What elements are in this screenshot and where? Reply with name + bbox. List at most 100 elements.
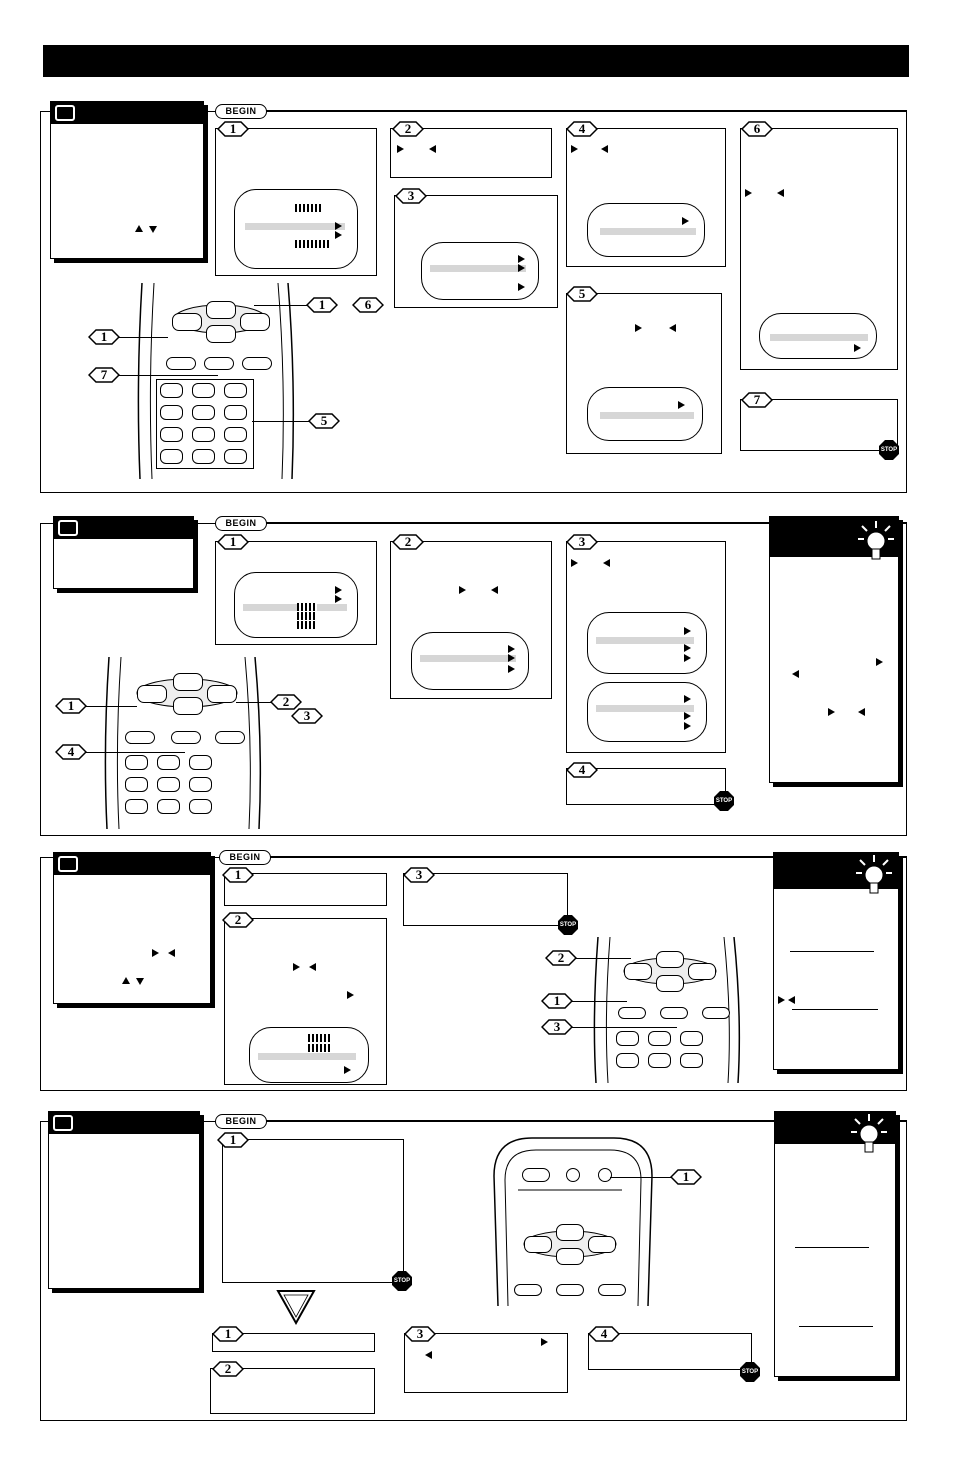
callout-1-badge: 1 [88, 329, 120, 345]
arrow-right-icon [876, 658, 883, 666]
right-button[interactable] [207, 685, 237, 703]
arrow-right-icon [678, 401, 685, 409]
number-key[interactable] [160, 449, 183, 464]
right-button[interactable] [688, 963, 716, 980]
power-button[interactable] [522, 1168, 550, 1182]
number-key[interactable] [616, 1031, 639, 1046]
menu-button[interactable] [618, 1007, 646, 1019]
arrow-right-icon [335, 222, 342, 230]
arrow-right-icon [682, 217, 689, 225]
callout-6-badge: 6 [352, 297, 384, 313]
aux-button[interactable] [242, 357, 272, 370]
number-key[interactable] [189, 777, 212, 792]
number-key[interactable] [616, 1053, 639, 1068]
aux-button[interactable] [598, 1284, 626, 1296]
number-key[interactable] [680, 1031, 703, 1046]
number-key[interactable] [192, 449, 215, 464]
arrow-right-icon [684, 712, 691, 720]
aux-button[interactable] [702, 1007, 730, 1019]
step-badge-1: 1 [212, 1326, 244, 1342]
menu-button[interactable] [166, 357, 196, 370]
status-exit-button[interactable] [171, 731, 201, 744]
section-4-sidebar [48, 1111, 200, 1289]
menu-highlight [770, 334, 868, 341]
number-key[interactable] [192, 427, 215, 442]
arrow-left-icon [601, 145, 608, 153]
left-button[interactable] [524, 1236, 552, 1253]
callout-1-badge: 1 [306, 297, 338, 313]
number-key[interactable] [224, 405, 247, 420]
arrow-right-icon [459, 586, 466, 594]
menu-highlight [596, 705, 694, 712]
down-button[interactable] [556, 1248, 584, 1265]
number-key[interactable] [125, 799, 148, 814]
arrow-right-icon [571, 559, 578, 567]
down-button[interactable] [206, 325, 236, 343]
number-key[interactable] [189, 799, 212, 814]
status-exit-button[interactable] [660, 1007, 688, 1019]
tv-menu-screen [587, 682, 707, 742]
up-button[interactable] [173, 673, 203, 691]
step-badge-2: 2 [392, 121, 424, 137]
left-button[interactable] [172, 313, 202, 331]
arrow-left-icon [603, 559, 610, 567]
arrow-up-icon [135, 225, 143, 232]
number-key[interactable] [157, 799, 180, 814]
number-key[interactable] [192, 383, 215, 398]
aux-button[interactable] [215, 731, 245, 744]
stop-sign-icon: STOP [878, 439, 900, 461]
arrow-right-icon [778, 996, 785, 1004]
left-button[interactable] [137, 685, 167, 703]
right-button[interactable] [588, 1236, 616, 1253]
tv-menu-screen [759, 313, 877, 359]
number-key[interactable] [125, 777, 148, 792]
down-button[interactable] [173, 697, 203, 715]
arrow-right-icon [541, 1338, 548, 1346]
section-1-step-1-box [215, 128, 377, 276]
number-key[interactable] [189, 755, 212, 770]
status-exit-button[interactable] [204, 357, 234, 370]
number-key[interactable] [160, 383, 183, 398]
arrow-right-icon [684, 644, 691, 652]
menu-button[interactable] [125, 731, 155, 744]
number-key[interactable] [680, 1053, 703, 1068]
up-button[interactable] [556, 1224, 584, 1241]
number-key[interactable] [648, 1053, 671, 1068]
down-button[interactable] [656, 975, 684, 992]
number-key[interactable] [160, 427, 183, 442]
up-button[interactable] [656, 951, 684, 968]
tv-menu-screen [411, 632, 529, 690]
level-bar [297, 621, 317, 629]
arrow-right-icon [344, 1066, 351, 1074]
left-button[interactable] [624, 963, 652, 980]
number-key[interactable] [157, 755, 180, 770]
arrow-right-icon [745, 189, 752, 197]
underline-rule [790, 951, 874, 952]
tv-icon [53, 1115, 73, 1131]
menu-button[interactable] [514, 1284, 542, 1296]
number-key[interactable] [224, 449, 247, 464]
section-1-sidebar [50, 101, 204, 259]
status-exit-button[interactable] [556, 1284, 584, 1296]
number-key[interactable] [224, 383, 247, 398]
round-button[interactable] [598, 1168, 612, 1182]
callout-line [575, 958, 631, 959]
callout-7-badge: 7 [88, 367, 120, 383]
number-key[interactable] [160, 405, 183, 420]
number-key[interactable] [648, 1031, 671, 1046]
tv-menu-screen [421, 242, 539, 300]
begin-badge: BEGIN [215, 104, 267, 119]
tv-menu-screen [587, 612, 707, 674]
section-1-top-rule [264, 110, 907, 112]
round-button[interactable] [566, 1168, 580, 1182]
up-button[interactable] [206, 301, 236, 319]
number-key[interactable] [157, 777, 180, 792]
number-key[interactable] [224, 427, 247, 442]
number-key[interactable] [125, 755, 148, 770]
remote-outline [493, 1137, 653, 1307]
arrow-right-icon [335, 586, 342, 594]
sidebar-header [54, 517, 193, 539]
section-1-step-4-box [566, 128, 726, 267]
right-button[interactable] [240, 313, 270, 331]
number-key[interactable] [192, 405, 215, 420]
